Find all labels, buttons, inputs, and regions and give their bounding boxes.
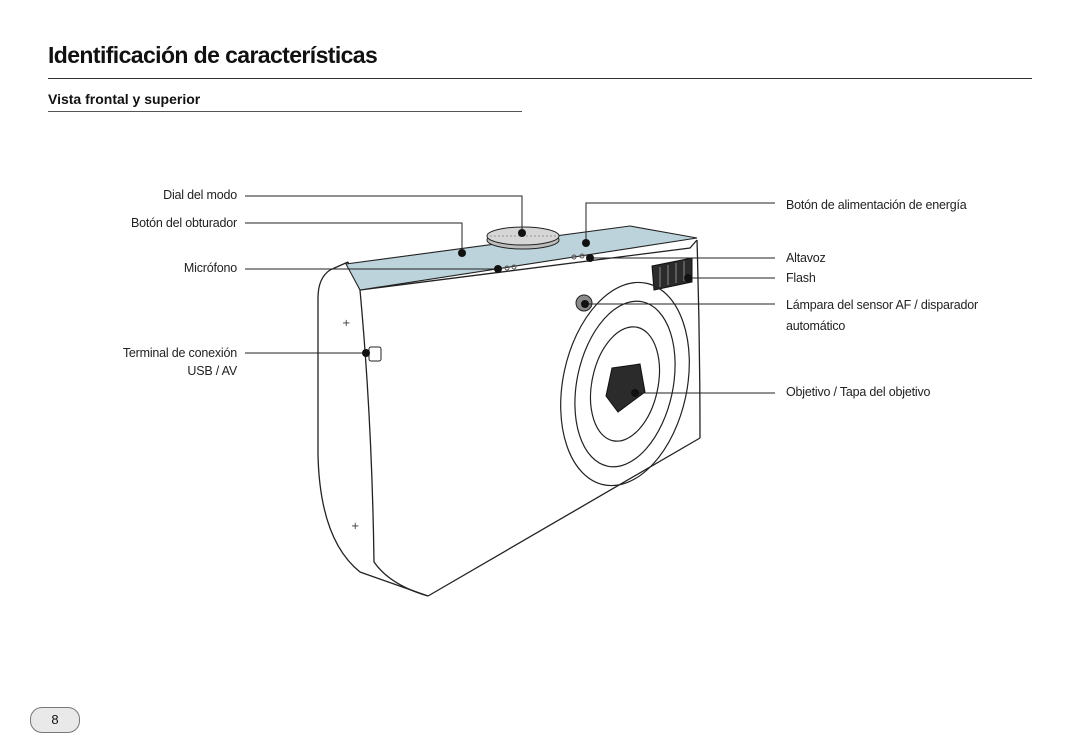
lens-shutter bbox=[605, 363, 646, 413]
section-subtitle: Vista frontal y superior bbox=[48, 91, 201, 107]
label-af-lamp-line2: automático bbox=[786, 319, 846, 333]
title-divider bbox=[48, 78, 1032, 79]
label-mode-dial: Dial del modo bbox=[163, 188, 237, 202]
svg-text:+: + bbox=[342, 318, 350, 329]
label-flash: Flash bbox=[786, 271, 816, 285]
flash-part bbox=[651, 257, 693, 291]
label-af-lamp-line1: Lámpara del sensor AF / disparador bbox=[786, 298, 978, 312]
callout-dots bbox=[362, 229, 692, 397]
label-speaker: Altavoz bbox=[786, 251, 826, 265]
label-shutter-button: Botón del obturador bbox=[130, 216, 237, 230]
label-microphone: Micrófono bbox=[183, 261, 237, 275]
page-title: Identificación de características bbox=[48, 42, 378, 68]
callout-lines bbox=[245, 195, 775, 394]
label-usb-terminal-line1: Terminal de conexión bbox=[122, 346, 237, 360]
label-power-button: Botón de alimentación de energía bbox=[786, 198, 967, 212]
svg-text:+: + bbox=[351, 521, 359, 532]
label-usb-terminal-line2: USB / AV bbox=[187, 364, 237, 378]
lens-part bbox=[560, 281, 690, 487]
page-number-badge: 8 bbox=[30, 707, 80, 733]
label-lens: Objetivo / Tapa del objetivo bbox=[786, 385, 931, 399]
camera-body bbox=[317, 239, 701, 597]
subtitle-divider bbox=[48, 111, 522, 112]
usb-port-part bbox=[368, 346, 382, 362]
